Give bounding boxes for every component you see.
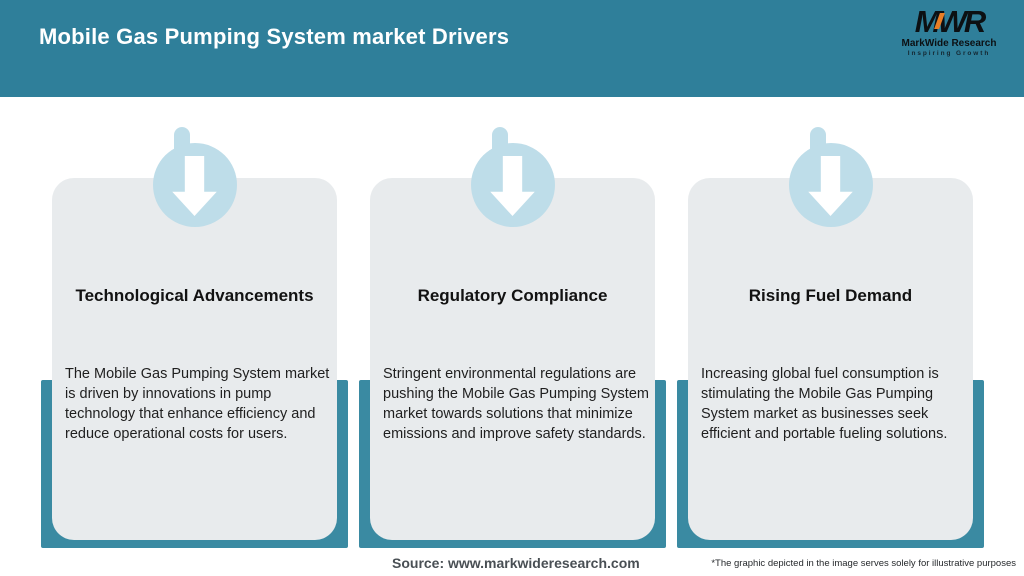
driver-card-technological-advancements: Technological Advancements The Mobile Ga… bbox=[41, 127, 348, 548]
down-arrow-icon bbox=[172, 156, 217, 216]
driver-card-rising-fuel-demand: Rising Fuel Demand Increasing global fue… bbox=[677, 127, 984, 548]
card-title: Technological Advancements bbox=[75, 286, 314, 305]
down-arrow-badge bbox=[470, 143, 555, 227]
logo-name: MarkWide Research bbox=[901, 38, 997, 49]
card-panel: Regulatory Compliance Stringent environm… bbox=[370, 178, 655, 540]
down-arrow-badge bbox=[152, 143, 237, 227]
disclaimer-text: *The graphic depicted in the image serve… bbox=[711, 558, 1016, 569]
page-title: Mobile Gas Pumping System market Drivers bbox=[39, 24, 510, 49]
card-panel: Technological Advancements The Mobile Ga… bbox=[52, 178, 337, 540]
down-arrow-icon bbox=[808, 156, 853, 216]
card-title: Regulatory Compliance bbox=[417, 286, 608, 305]
card-title: Rising Fuel Demand bbox=[748, 286, 913, 305]
card-body-text: Increasing global fuel consumption is st… bbox=[701, 366, 948, 442]
source-text: Source: www.markwideresearch.com bbox=[392, 555, 640, 571]
header-bar: Mobile Gas Pumping System market Drivers… bbox=[0, 0, 1024, 97]
logo-monogram: MWR bbox=[914, 4, 987, 39]
logo-tagline: Inspiring Growth bbox=[907, 50, 991, 57]
card-body-text: The Mobile Gas Pumping System market is … bbox=[65, 366, 330, 442]
card-panel: Rising Fuel Demand Increasing global fue… bbox=[688, 178, 973, 540]
driver-card-regulatory-compliance: Regulatory Compliance Stringent environm… bbox=[359, 127, 666, 548]
markwide-logo: MWR MarkWide Research Inspiring Growth bbox=[884, 4, 1014, 58]
down-arrow-icon bbox=[490, 156, 535, 216]
down-arrow-badge bbox=[788, 143, 873, 227]
card-body-text: Stringent environmental regulations are … bbox=[383, 366, 649, 442]
